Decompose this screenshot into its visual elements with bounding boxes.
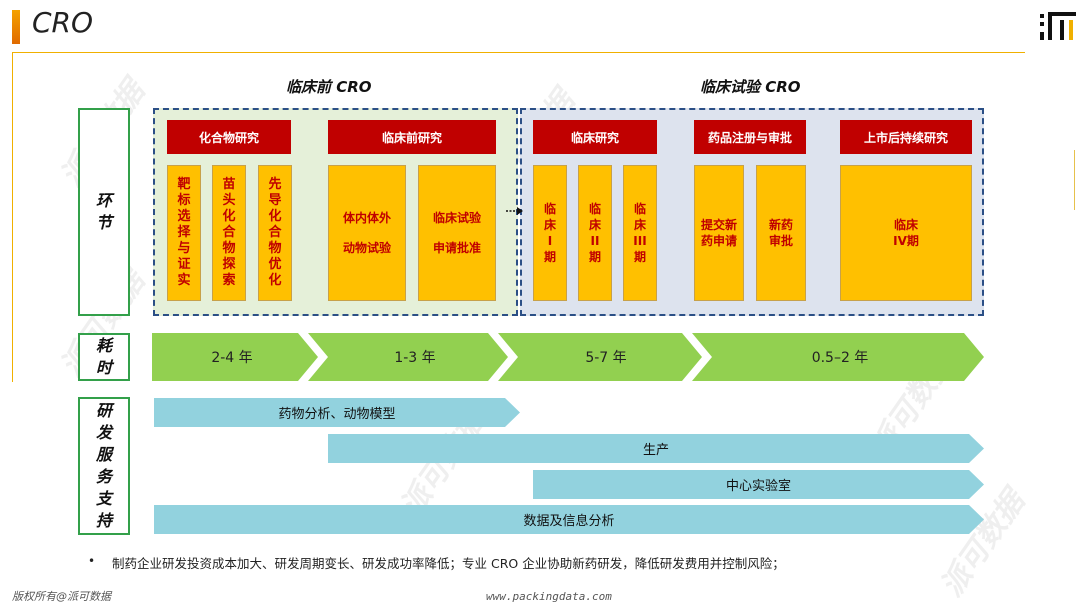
step-target-validation: 靶标选择与证实 — [167, 165, 201, 301]
step-ind-application: 临床试验 申请批准 — [418, 165, 496, 301]
row-label-services: 研发服务支持 — [78, 397, 130, 535]
service-bar-data-analysis: 数据及信息分析 — [154, 505, 984, 534]
phase-header-compound-research: 化合物研究 — [167, 120, 291, 154]
phase-header-post-market: 上市后持续研究 — [840, 120, 972, 154]
duration-timeline — [152, 333, 984, 381]
phase-header-clinical-research: 临床研究 — [533, 120, 657, 154]
duration-chevron — [152, 333, 318, 381]
row-label-stages: 环节 — [78, 108, 130, 316]
step-in-vivo-in-vitro: 体内体外 动物试验 — [328, 165, 406, 301]
header-divider — [12, 52, 1025, 53]
arrow-right-icon — [506, 207, 523, 215]
duration-chevron — [308, 333, 508, 381]
footnote-text: 制药企业研发投资成本加大、研发周期变长、研发成功率降低；专业 CRO 企业协助新… — [112, 556, 785, 571]
step-phase-3: 临床III期 — [623, 165, 657, 301]
step-new-drug-approval: 新药审批 — [756, 165, 806, 301]
brand-logo-icon — [1040, 12, 1076, 40]
title-accent-bar — [12, 10, 20, 44]
row-label-duration: 耗时 — [78, 333, 130, 381]
duration-chevron — [692, 333, 984, 381]
step-nda-submission: 提交新药申请 — [694, 165, 744, 301]
copyright-text: 版权所有@派可数据 — [12, 590, 111, 603]
service-bar-central-lab: 中心实验室 — [533, 470, 984, 499]
preclinical-cro-title: 临床前 CRO — [286, 78, 372, 96]
duration-label: 0.5–2 年 — [811, 350, 869, 366]
duration-label: 5-7 年 — [585, 350, 627, 366]
phase-header-registration: 药品注册与审批 — [694, 120, 806, 154]
step-lead-optimization: 先导化合物优化 — [258, 165, 292, 301]
duration-label: 1-3 年 — [394, 350, 436, 366]
page-title: CRO — [32, 6, 94, 39]
phase-header-preclinical-research: 临床前研究 — [328, 120, 496, 154]
step-lead-discovery: 苗头化合物探索 — [212, 165, 246, 301]
step-phase-4: 临床IV期 — [840, 165, 972, 301]
website-url: www.packingdata.com — [486, 590, 612, 603]
duration-label: 2-4 年 — [211, 350, 253, 366]
step-phase-2: 临床II期 — [578, 165, 612, 301]
service-bar-manufacturing: 生产 — [328, 434, 984, 463]
step-phase-1: 临床I期 — [533, 165, 567, 301]
service-bar-analysis-models: 药物分析、动物模型 — [154, 398, 520, 427]
left-frame-line — [12, 52, 13, 382]
duration-chevron — [498, 333, 702, 381]
right-frame-line — [1074, 150, 1075, 210]
clinical-cro-title: 临床试验 CRO — [700, 78, 801, 96]
note-bullet: • — [88, 554, 96, 568]
